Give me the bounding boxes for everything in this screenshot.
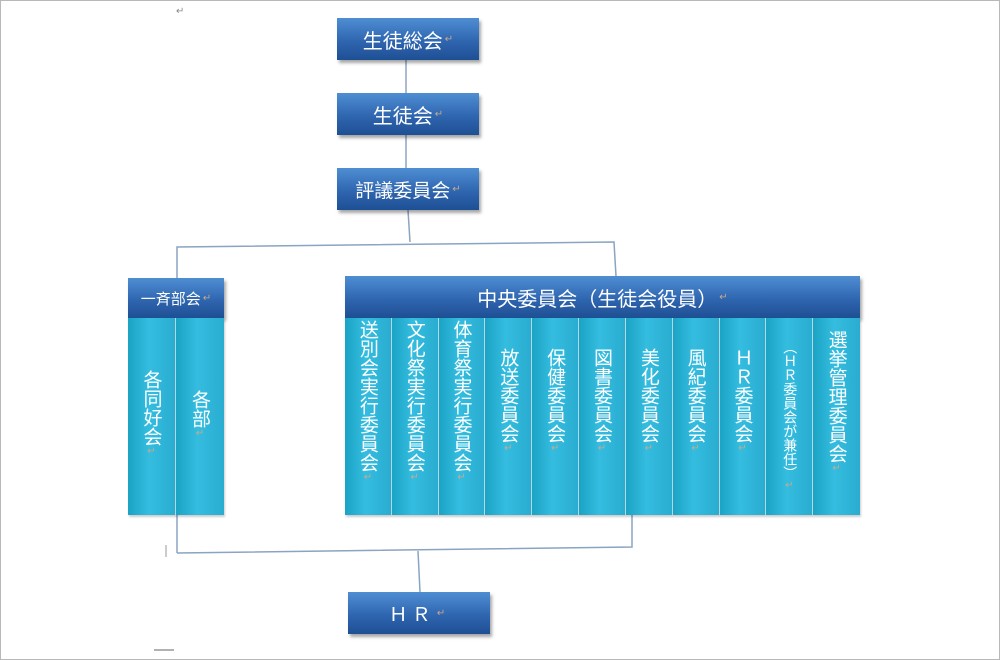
- club-council-header-label: 一斉部会: [140, 289, 201, 308]
- central-committee-header: 中央委員会（生徒会役員）↵: [345, 276, 860, 318]
- central-committee-header-label: 中央委員会（生徒会役員）: [477, 286, 718, 311]
- club-column-0: 各同好会↵: [128, 318, 176, 515]
- committee-column-8-label: ＨＲ委員会: [731, 348, 754, 443]
- committee-column-2-label: 体育祭実行委員会: [450, 320, 473, 472]
- committee-column-3: 放送委員会↵: [485, 318, 533, 515]
- club-column-1: 各部↵: [176, 318, 224, 515]
- deliberative-committee-label: 評議委員会: [355, 179, 451, 202]
- line-to-hr: [417, 550, 421, 593]
- committee-column-0-label: 送別会実行委員会: [356, 320, 379, 472]
- return-mark-icon: ↵: [644, 443, 653, 454]
- committee-column-2: 体育祭実行委員会↵: [438, 318, 486, 515]
- committee-column-4: 保健委員会↵: [532, 318, 580, 515]
- committee-column-1: 文化祭実行委員会↵: [391, 318, 439, 515]
- return-mark-icon: ↵: [504, 443, 513, 454]
- line-top-branch: [176, 241, 617, 278]
- committee-column-5: 図書委員会↵: [579, 318, 626, 515]
- club-column-1-label: 各部: [189, 390, 211, 428]
- committee-column-7-label: 風紀委員会: [684, 348, 707, 443]
- committee-column-10-label: 選挙管理委員会: [825, 330, 848, 463]
- committee-column-6-label: 美化委員会: [637, 348, 660, 443]
- committee-column-1-label: 文化祭実行委員会: [403, 320, 426, 472]
- line-bottom-branch: [176, 515, 633, 554]
- committee-column-6: 美化委員会↵: [625, 318, 673, 515]
- return-mark-icon: ↵: [832, 463, 841, 474]
- corner-mark-icon: ↵: [176, 6, 184, 17]
- club-column-0-label: 各同好会: [140, 370, 163, 446]
- committee-column-5-label: 図書委員会: [590, 348, 613, 443]
- return-mark-icon: ↵: [785, 480, 794, 491]
- return-mark-icon: ↵: [691, 443, 700, 454]
- committee-column-7: 風紀委員会↵: [672, 318, 720, 515]
- return-mark-icon: ↵: [410, 472, 419, 483]
- return-mark-icon: ↵: [457, 472, 466, 483]
- return-mark-icon: ↵: [363, 472, 373, 483]
- box-hr: ＨＲ↵: [348, 592, 490, 634]
- committee-column-9: （ＨＲ委員会が兼任）↵: [766, 318, 814, 515]
- student-council-label: 生徒会: [372, 103, 433, 128]
- box-general-assembly: 生徒総会↵: [337, 18, 479, 60]
- club-council-header: 一斉部会↵: [128, 278, 224, 318]
- committee-column-3-label: 放送委員会: [497, 348, 520, 443]
- return-mark-icon: ↵: [738, 443, 747, 454]
- return-mark-icon: ↵: [550, 443, 560, 454]
- committee-column-4-label: 保健委員会: [544, 348, 567, 443]
- box-student-council: 生徒会↵: [337, 93, 479, 135]
- general-assembly-label: 生徒総会: [362, 28, 443, 53]
- line-deliberative-branch: [407, 209, 411, 243]
- committee-column-8: ＨＲ委員会↵: [719, 318, 767, 515]
- return-mark-icon: ↵: [597, 443, 607, 454]
- committee-column-0: 送別会実行委員会↵: [345, 318, 392, 515]
- committee-column-9-label: （ＨＲ委員会が兼任）: [781, 340, 798, 480]
- hr-label: ＨＲ: [388, 603, 435, 626]
- committee-column-10: 選挙管理委員会↵: [813, 318, 860, 515]
- box-deliberative-committee: 評議委員会↵: [337, 168, 479, 210]
